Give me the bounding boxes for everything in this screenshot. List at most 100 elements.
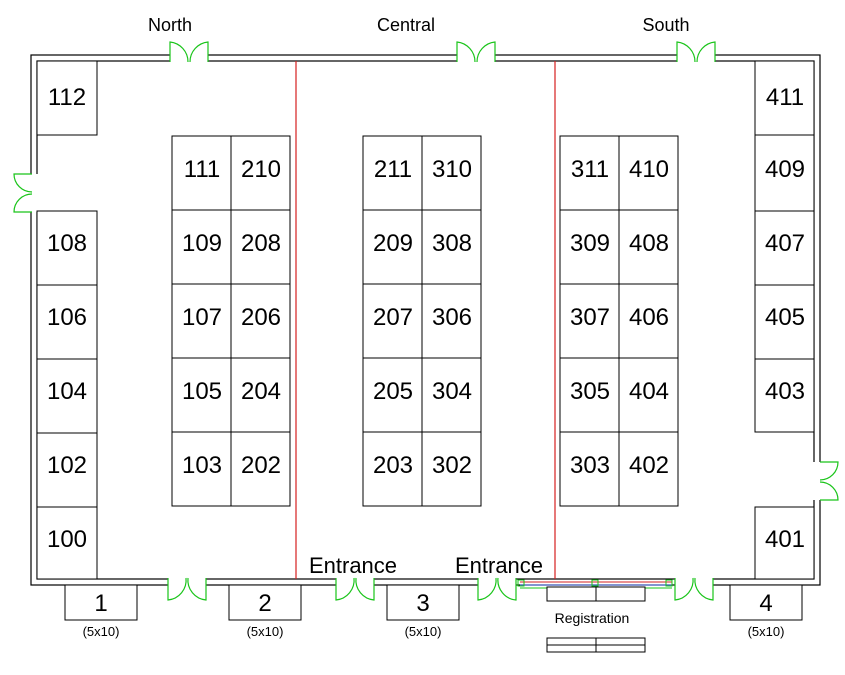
booth-102[interactable]: [36, 432, 98, 508]
door-bottom-4: [674, 577, 714, 601]
outside-booth-4[interactable]: [729, 584, 803, 621]
booth-403[interactable]: [754, 358, 815, 433]
registration-node-left: [517, 579, 525, 587]
booth-label-408: 408: [629, 230, 669, 257]
booth-label-206: 206: [241, 304, 281, 331]
booth-label-204: 204: [241, 378, 281, 405]
booth-label-409: 409: [765, 156, 805, 183]
outside-booth-3[interactable]: [386, 584, 460, 621]
booth-401[interactable]: [754, 506, 815, 580]
booth-108[interactable]: [36, 210, 98, 286]
booth-label-309: 309: [570, 230, 610, 257]
booth-label-205: 205: [373, 378, 413, 405]
booth-307[interactable]: [559, 283, 620, 359]
booth-label-102: 102: [47, 452, 87, 479]
entrance-label-2: Entrance: [455, 553, 543, 578]
booth-111[interactable]: [171, 135, 232, 211]
wall-booths-right: 411 409 407 405 403 401: [754, 60, 815, 580]
booth-label-406: 406: [629, 304, 669, 331]
booth-label-105: 105: [182, 378, 222, 405]
booth-203[interactable]: [362, 431, 423, 507]
booth-label-310: 310: [432, 156, 472, 183]
booth-label-410: 410: [629, 156, 669, 183]
booth-408[interactable]: [618, 209, 679, 285]
booth-label-405: 405: [765, 304, 805, 331]
booth-402[interactable]: [618, 431, 679, 507]
island-south: 311 410 309 408 307 406 305 404 303 402: [559, 135, 679, 507]
booth-100[interactable]: [36, 506, 98, 580]
booth-label-401: 401: [765, 526, 805, 553]
booth-304[interactable]: [421, 357, 482, 433]
booth-label-211: 211: [374, 156, 412, 183]
door-entrance-2: [477, 577, 517, 601]
outside-booth-size-2: (5x10): [247, 624, 284, 639]
booth-label-308: 308: [432, 230, 472, 257]
door-west: [13, 173, 33, 213]
booth-211[interactable]: [362, 135, 423, 211]
booth-206[interactable]: [230, 283, 291, 359]
booth-107[interactable]: [171, 283, 232, 359]
booth-302[interactable]: [421, 431, 482, 507]
registration-label: Registration: [555, 610, 630, 626]
booth-label-303: 303: [570, 452, 610, 479]
booth-305[interactable]: [559, 357, 620, 433]
booth-310[interactable]: [421, 135, 482, 211]
outside-booth-number-2: 2: [258, 590, 271, 617]
booth-label-100: 100: [47, 526, 87, 553]
outside-booth-size-1: (5x10): [83, 624, 120, 639]
booth-label-108: 108: [47, 230, 87, 257]
island-north: 111 210 109 208 107 206 105 204 103 202: [171, 135, 291, 507]
booth-210[interactable]: [230, 135, 291, 211]
booth-label-307: 307: [570, 304, 610, 331]
entrance-label-1: Entrance: [309, 553, 397, 578]
booth-109[interactable]: [171, 209, 232, 285]
booth-label-305: 305: [570, 378, 610, 405]
booth-label-407: 407: [765, 230, 805, 257]
booth-label-103: 103: [182, 452, 222, 479]
door-bottom-1: [167, 577, 207, 601]
booth-409[interactable]: [754, 134, 815, 212]
booth-202[interactable]: [230, 431, 291, 507]
booth-label-208: 208: [241, 230, 281, 257]
booth-105[interactable]: [171, 357, 232, 433]
booth-407[interactable]: [754, 210, 815, 286]
booth-label-106: 106: [47, 304, 87, 331]
booth-label-306: 306: [432, 304, 472, 331]
booth-112[interactable]: [36, 60, 98, 136]
registration-node-right: [665, 579, 673, 587]
outside-booths: 1 (5x10) 2 (5x10) 3 (5x10) 4 (5x10): [64, 584, 803, 639]
booth-label-111: 111: [184, 156, 220, 183]
booth-103[interactable]: [171, 431, 232, 507]
outside-booth-2[interactable]: [228, 584, 302, 621]
booth-label-311: 311: [571, 156, 609, 183]
booth-label-202: 202: [241, 452, 281, 479]
door-east: [819, 461, 839, 501]
booth-label-403: 403: [765, 378, 805, 405]
booth-label-104: 104: [47, 378, 87, 405]
booth-306[interactable]: [421, 283, 482, 359]
booth-207[interactable]: [362, 283, 423, 359]
outside-booth-size-4: (5x10): [748, 624, 785, 639]
registration-node-mid: [591, 579, 599, 587]
door-gaps: [29, 53, 822, 587]
outside-booth-1[interactable]: [64, 584, 138, 621]
booth-406[interactable]: [618, 283, 679, 359]
booth-209[interactable]: [362, 209, 423, 285]
registration-table-top-left: [546, 586, 597, 602]
booth-208[interactable]: [230, 209, 291, 285]
outside-booth-number-1: 1: [94, 590, 107, 617]
booth-label-109: 109: [182, 230, 222, 257]
booth-411[interactable]: [754, 60, 815, 136]
booth-410[interactable]: [618, 135, 679, 211]
booth-label-402: 402: [629, 452, 669, 479]
booth-label-210: 210: [241, 156, 281, 183]
booth-label-209: 209: [373, 230, 413, 257]
booth-label-302: 302: [432, 452, 472, 479]
door-entrance-1: [335, 577, 375, 601]
booth-308[interactable]: [421, 209, 482, 285]
wall-booths-left: 112 108 106 104 102 100: [36, 60, 98, 580]
booth-label-207: 207: [373, 304, 413, 331]
booth-303[interactable]: [559, 431, 620, 507]
booth-label-411: 411: [766, 84, 804, 111]
